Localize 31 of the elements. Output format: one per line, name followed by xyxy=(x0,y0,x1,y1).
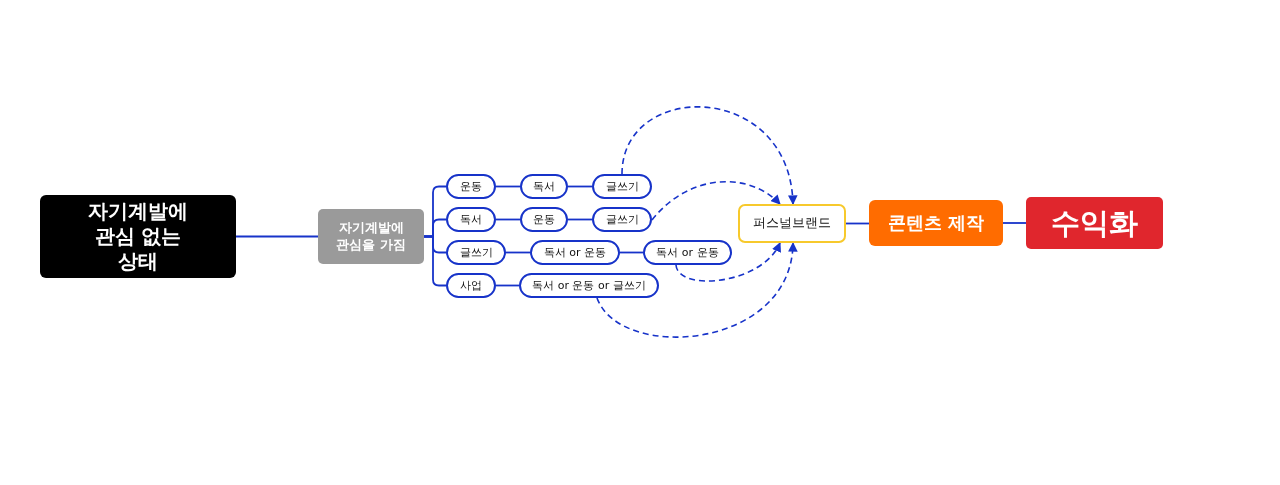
activity-pill: 사업 xyxy=(446,273,496,298)
activity-pill: 글쓰기 xyxy=(446,240,506,265)
connector-line xyxy=(423,235,447,287)
goal-box: 수익화 xyxy=(1026,197,1163,249)
activity-pill: 독서 xyxy=(446,207,496,232)
activity-pill: 글쓰기 xyxy=(592,174,652,199)
connector-line xyxy=(567,185,593,188)
dashed-arrow xyxy=(596,242,797,338)
activity-pill: 글쓰기 xyxy=(592,207,652,232)
connector-line xyxy=(495,185,521,188)
connector-line xyxy=(505,251,531,254)
connector-line xyxy=(1002,222,1027,224)
connector-line xyxy=(845,222,870,225)
dashed-arrow xyxy=(651,181,781,221)
activity-pill: 독서 xyxy=(520,174,568,199)
activity-pill: 운동 xyxy=(520,207,568,232)
goal-box: 퍼스널브랜드 xyxy=(738,204,846,243)
connector-line xyxy=(495,218,521,221)
connector-line xyxy=(619,251,644,254)
activity-pill: 독서 or 운동 xyxy=(643,240,732,265)
stage-box: 자기계발에 관심을 가짐 xyxy=(318,209,424,264)
state-box: 자기계발에 관심 없는 상태 xyxy=(40,195,236,278)
connector-line xyxy=(567,218,593,221)
dashed-arrow xyxy=(675,242,781,282)
activity-pill: 운동 xyxy=(446,174,496,199)
activity-pill: 독서 or 운동 xyxy=(530,240,620,265)
activity-pill: 독서 or 운동 or 글쓰기 xyxy=(519,273,659,298)
connector-line xyxy=(495,284,520,287)
connector-line xyxy=(235,235,319,238)
stage-box: 콘텐츠 제작 xyxy=(869,200,1003,246)
dashed-arrow xyxy=(621,106,797,205)
